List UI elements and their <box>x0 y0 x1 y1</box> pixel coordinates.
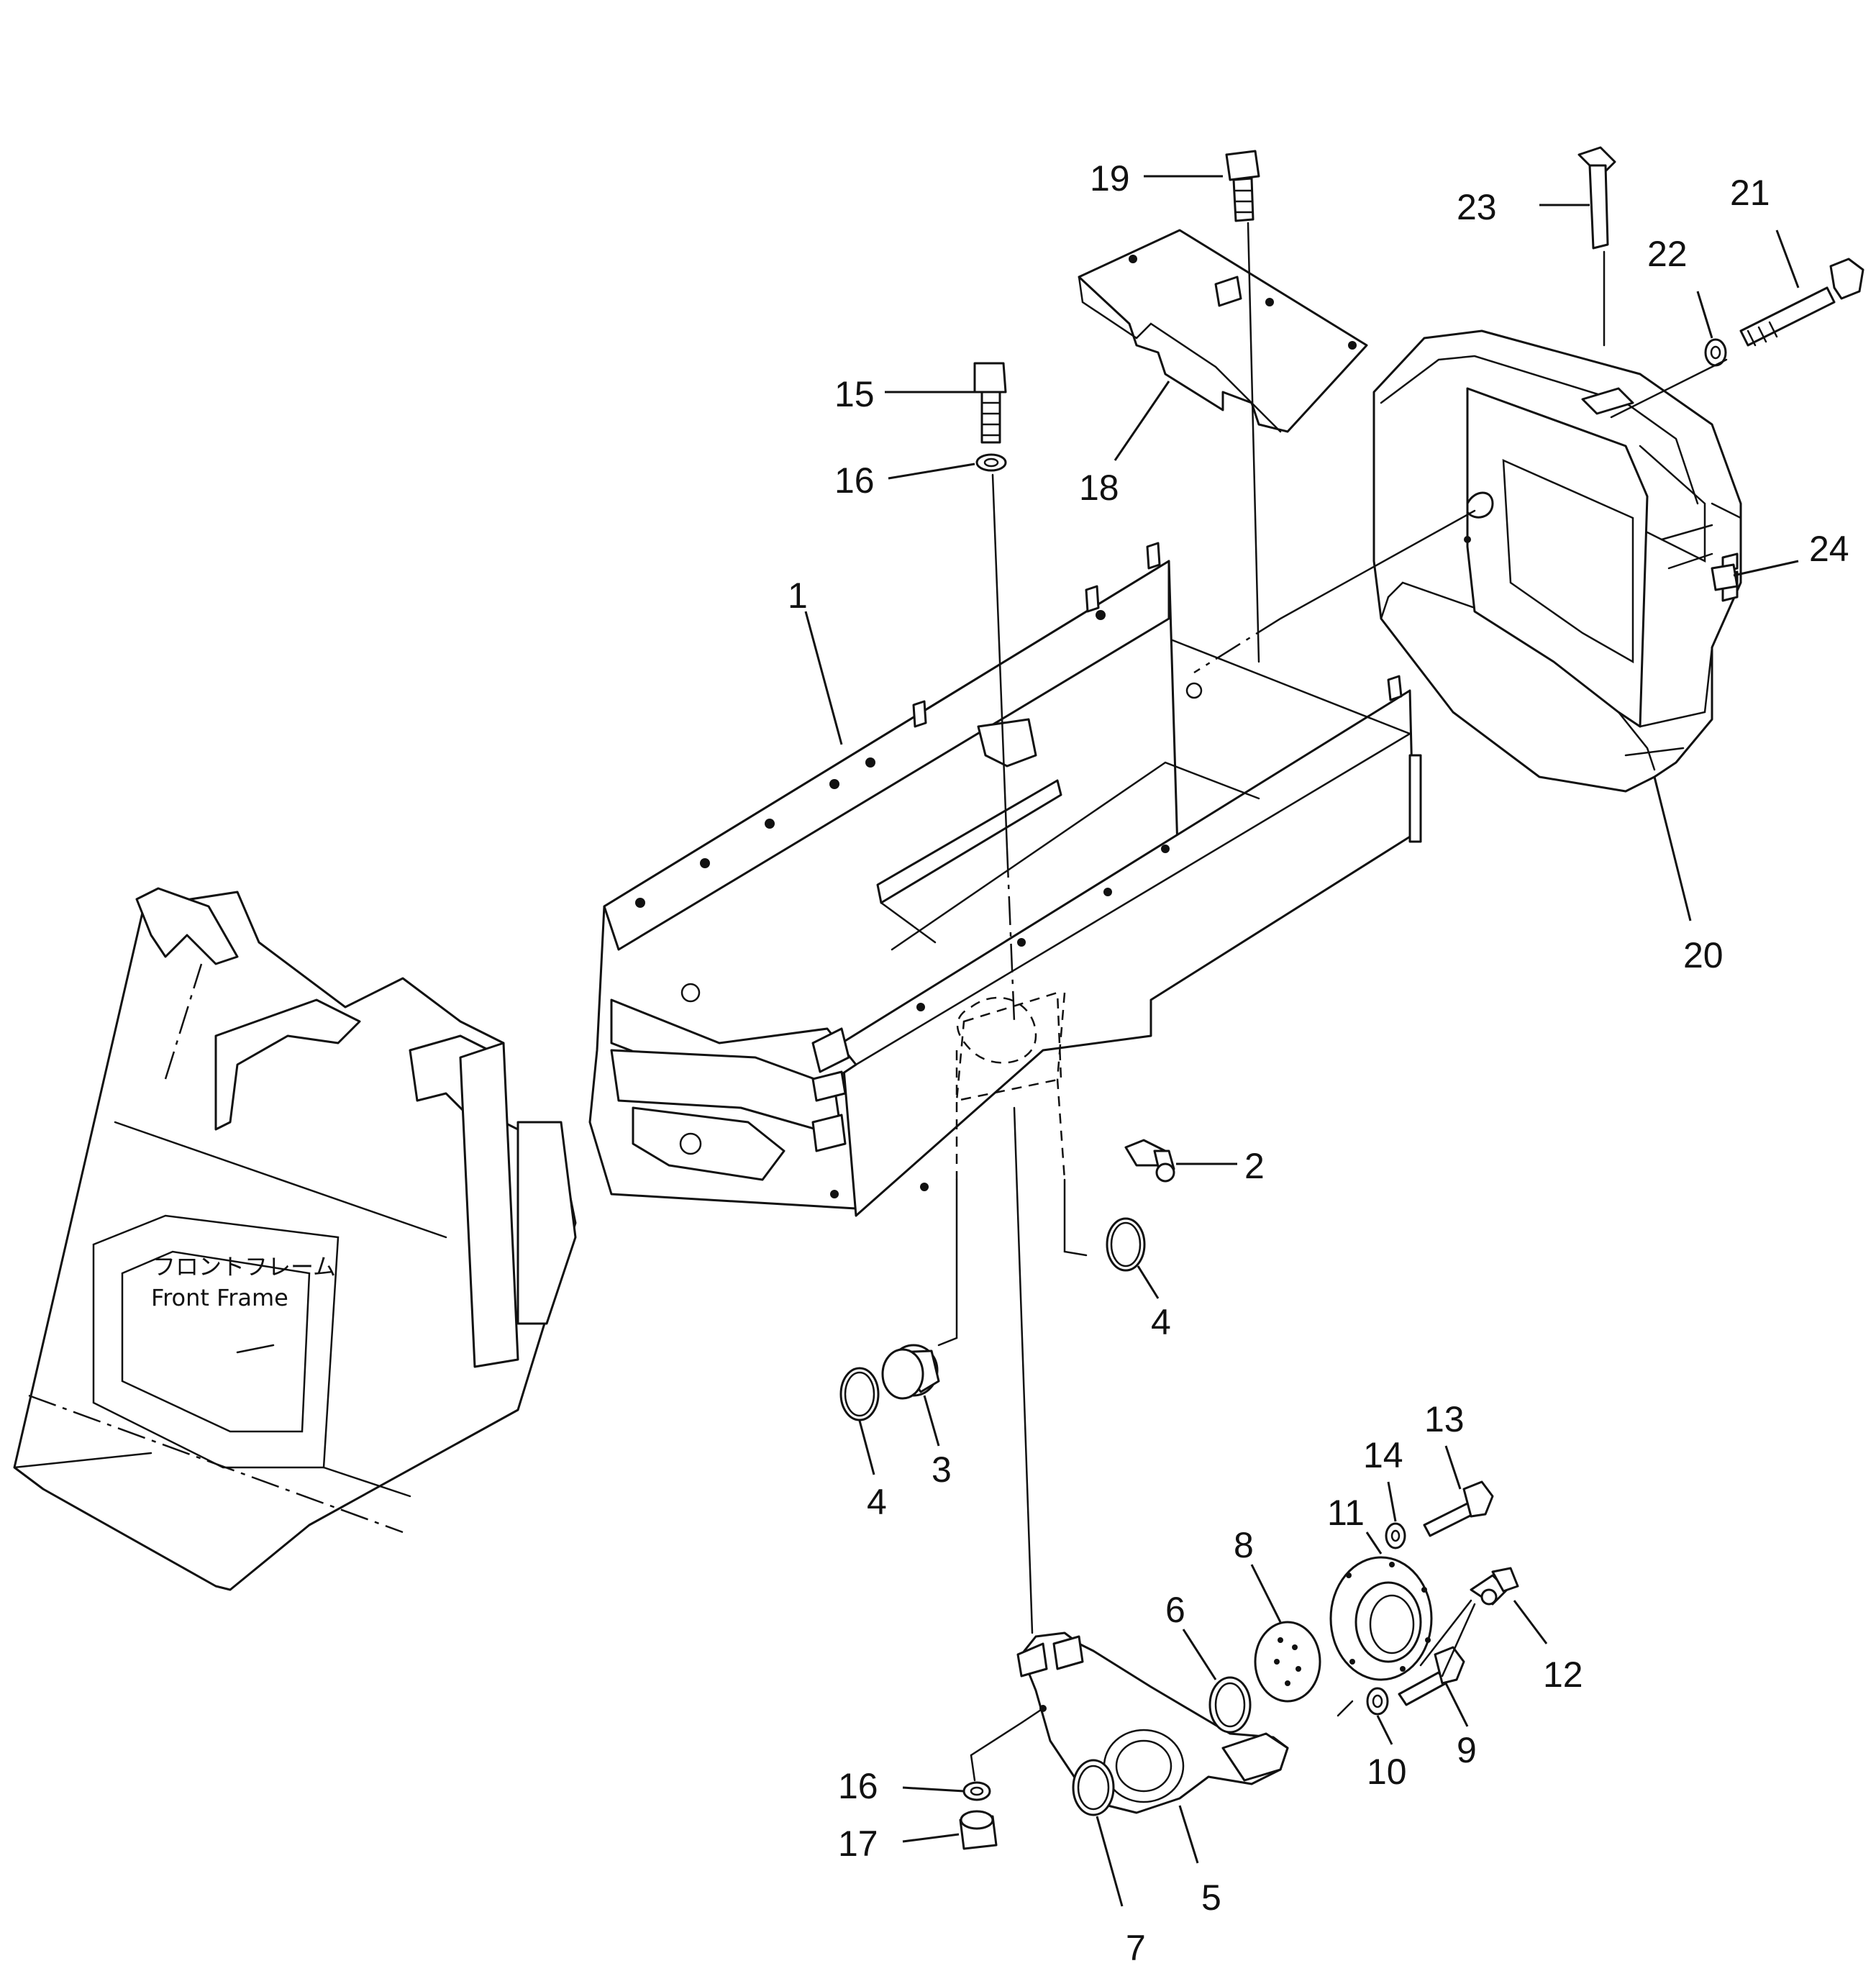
bolt <box>1398 1646 1465 1706</box>
cover-plate <box>1078 229 1368 433</box>
callout-11: 11 <box>1327 1493 1365 1533</box>
callout-labels: 1 2 3 4 4 5 6 7 8 9 10 11 12 13 14 15 16… <box>788 158 1849 1968</box>
lock-pin <box>1711 563 1739 591</box>
bushing <box>1208 1676 1252 1734</box>
callout-4: 4 <box>867 1482 887 1522</box>
callout-12: 12 <box>1543 1654 1583 1695</box>
bolt <box>1225 150 1260 222</box>
washer <box>1366 1687 1389 1716</box>
callout-18: 18 <box>1079 468 1119 508</box>
bolt <box>973 362 1007 444</box>
callout-10: 10 <box>1367 1752 1407 1792</box>
callout-16: 16 <box>838 1766 878 1806</box>
callout-4: 4 <box>1151 1302 1171 1342</box>
bolt <box>1423 1480 1494 1537</box>
front-frame: フロントフレーム Front Frame <box>13 887 577 1591</box>
washer <box>962 1781 991 1801</box>
callout-20: 20 <box>1683 935 1724 975</box>
callout-15: 15 <box>834 374 875 414</box>
washer <box>975 453 1007 472</box>
lock-pin <box>1577 146 1616 250</box>
callout-14: 14 <box>1363 1435 1403 1475</box>
callout-6: 6 <box>1165 1590 1185 1630</box>
washer <box>1385 1522 1406 1549</box>
callout-9: 9 <box>1457 1730 1477 1770</box>
o-ring <box>1072 1759 1115 1816</box>
callout-8: 8 <box>1234 1525 1254 1565</box>
callout-3: 3 <box>932 1449 952 1490</box>
callout-5: 5 <box>1201 1877 1221 1918</box>
o-ring <box>1106 1217 1146 1272</box>
callout-23: 23 <box>1457 187 1497 227</box>
callout-1: 1 <box>788 575 808 616</box>
callout-17: 17 <box>838 1824 878 1864</box>
front-frame-label-jp: フロントフレーム <box>152 1253 336 1280</box>
bolt <box>1739 258 1864 347</box>
shim <box>1254 1621 1321 1703</box>
grease-fitting <box>1124 1139 1175 1183</box>
nut <box>959 1810 998 1850</box>
grease-fitting <box>1470 1567 1519 1606</box>
callout-2: 2 <box>1244 1146 1265 1186</box>
counterweight <box>1372 329 1742 793</box>
callout-21: 21 <box>1730 173 1770 213</box>
callout-16: 16 <box>834 460 875 501</box>
callout-13: 13 <box>1424 1399 1465 1439</box>
rear-frame <box>588 542 1422 1217</box>
leader-lines <box>804 175 1800 1907</box>
o-ring <box>839 1367 880 1421</box>
bracket <box>1016 1631 1289 1814</box>
callout-24: 24 <box>1809 529 1849 569</box>
callout-7: 7 <box>1126 1928 1146 1968</box>
front-frame-label-en: Front Frame <box>151 1284 288 1311</box>
assembly-lines <box>937 222 1728 1782</box>
retainer <box>1329 1556 1433 1681</box>
callout-22: 22 <box>1647 234 1688 274</box>
callout-19: 19 <box>1090 158 1130 199</box>
bushing <box>881 1344 940 1400</box>
